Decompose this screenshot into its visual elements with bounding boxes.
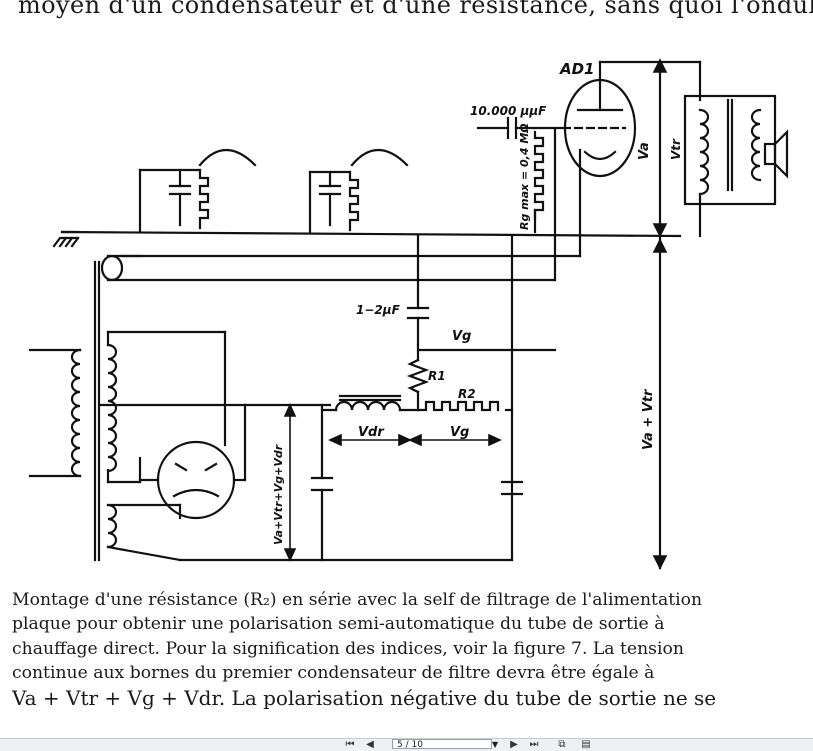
page-indicator[interactable]: 5 / 10 [392, 739, 492, 750]
figure-caption: Montage d'une résistance (R₂) en série a… [12, 588, 792, 710]
rg-max-label: Rg max = 0,4 MΩ [518, 123, 531, 230]
last-page-icon[interactable]: ⏭ [529, 739, 539, 750]
caption-line-4: continue aux bornes du premier condensat… [12, 663, 655, 684]
filter-cap-label: 1−2µF [356, 303, 401, 317]
vg-lower-label: Vg [450, 425, 469, 440]
grid-cap-label: 10.000 µµF [470, 104, 547, 118]
chevron-down-icon[interactable]: ▼ [492, 740, 499, 749]
caption-line-2: plaque pour obtenir une polarisation sem… [12, 614, 665, 635]
va-sum-label: Va+Vtr+Vg+Vdr [272, 444, 285, 545]
page-fragment-text: moyen d'un condensateur et d'une résista… [18, 0, 813, 19]
va-label: Va [637, 142, 652, 160]
pdf-viewer-toolbar: ⏮ ◀ 5 / 10 ▼ ▶ ⏭ ⧉ ▤ [0, 738, 813, 751]
r2-label: R2 [458, 387, 476, 401]
circuit-figure: AD1 10.000 µµF Rg max = 0,4 MΩ Va Vtr 1−… [28, 58, 789, 570]
circuit-diagram: AD1 10.000 µµF Rg max = 0,4 MΩ Va Vtr 1−… [28, 58, 789, 570]
r1-label: R1 [428, 369, 446, 383]
caption-line-1: Montage d'une résistance (R₂) en série a… [12, 590, 703, 610]
vdr-label: Vdr [358, 425, 385, 440]
print-icon[interactable]: ▤ [581, 739, 591, 750]
caption-line-3: chauffage direct. Pour la signification … [12, 638, 684, 659]
vg-upper-label: Vg [452, 329, 471, 344]
caption-line-5: Va + Vtr + Vg + Vdr. La polarisation nég… [12, 685, 717, 710]
vtr-label: Vtr [669, 138, 683, 160]
fit-icon[interactable]: ⧉ [558, 739, 566, 750]
prev-page-icon[interactable]: ◀ [366, 739, 374, 750]
first-page-icon[interactable]: ⏮ [345, 739, 355, 750]
top-line: moyen d'un condensateur et d'une résista… [18, 0, 813, 19]
tube-label: AD1 [559, 60, 595, 78]
next-page-icon[interactable]: ▶ [510, 739, 518, 750]
va-vtr-label: Va + Vtr [641, 388, 656, 450]
